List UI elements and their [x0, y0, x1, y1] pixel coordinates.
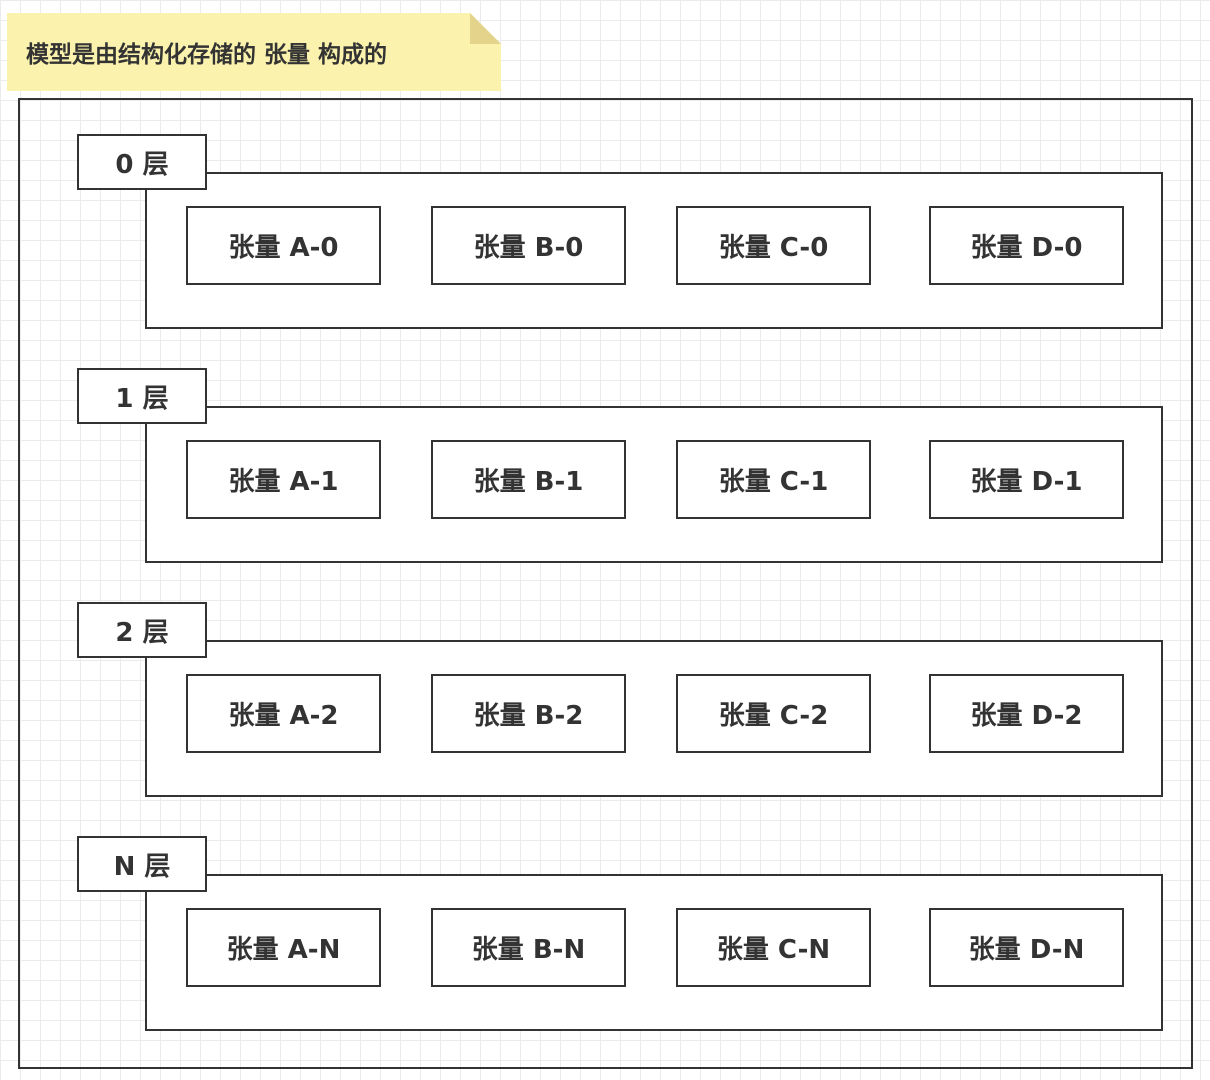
tensor-a-2: 张量 A-2 — [186, 674, 381, 753]
tensor-d-0: 张量 D-0 — [929, 206, 1124, 285]
model-frame — [18, 98, 1193, 1069]
tensor-b-n: 张量 B-N — [431, 908, 626, 987]
tensor-b-2: 张量 B-2 — [431, 674, 626, 753]
tensor-a-1: 张量 A-1 — [186, 440, 381, 519]
sticky-note: 模型是由结构化存储的 张量 构成的 — [7, 13, 501, 91]
tensor-d-2: 张量 D-2 — [929, 674, 1124, 753]
tensor-b-1: 张量 B-1 — [431, 440, 626, 519]
layer-n-label: N 层 — [77, 836, 207, 892]
tensor-c-n: 张量 C-N — [676, 908, 871, 987]
tensor-d-n: 张量 D-N — [929, 908, 1124, 987]
tensor-a-n: 张量 A-N — [186, 908, 381, 987]
tensor-b-0: 张量 B-0 — [431, 206, 626, 285]
tensor-d-1: 张量 D-1 — [929, 440, 1124, 519]
tensor-c-0: 张量 C-0 — [676, 206, 871, 285]
tensor-c-1: 张量 C-1 — [676, 440, 871, 519]
tensor-a-0: 张量 A-0 — [186, 206, 381, 285]
note-corner-fold — [470, 13, 501, 44]
note-text: 模型是由结构化存储的 张量 构成的 — [26, 42, 388, 68]
tensor-c-2: 张量 C-2 — [676, 674, 871, 753]
layer-1-label: 1 层 — [77, 368, 207, 424]
layer-2-label: 2 层 — [77, 602, 207, 658]
layer-0-label: 0 层 — [77, 134, 207, 190]
